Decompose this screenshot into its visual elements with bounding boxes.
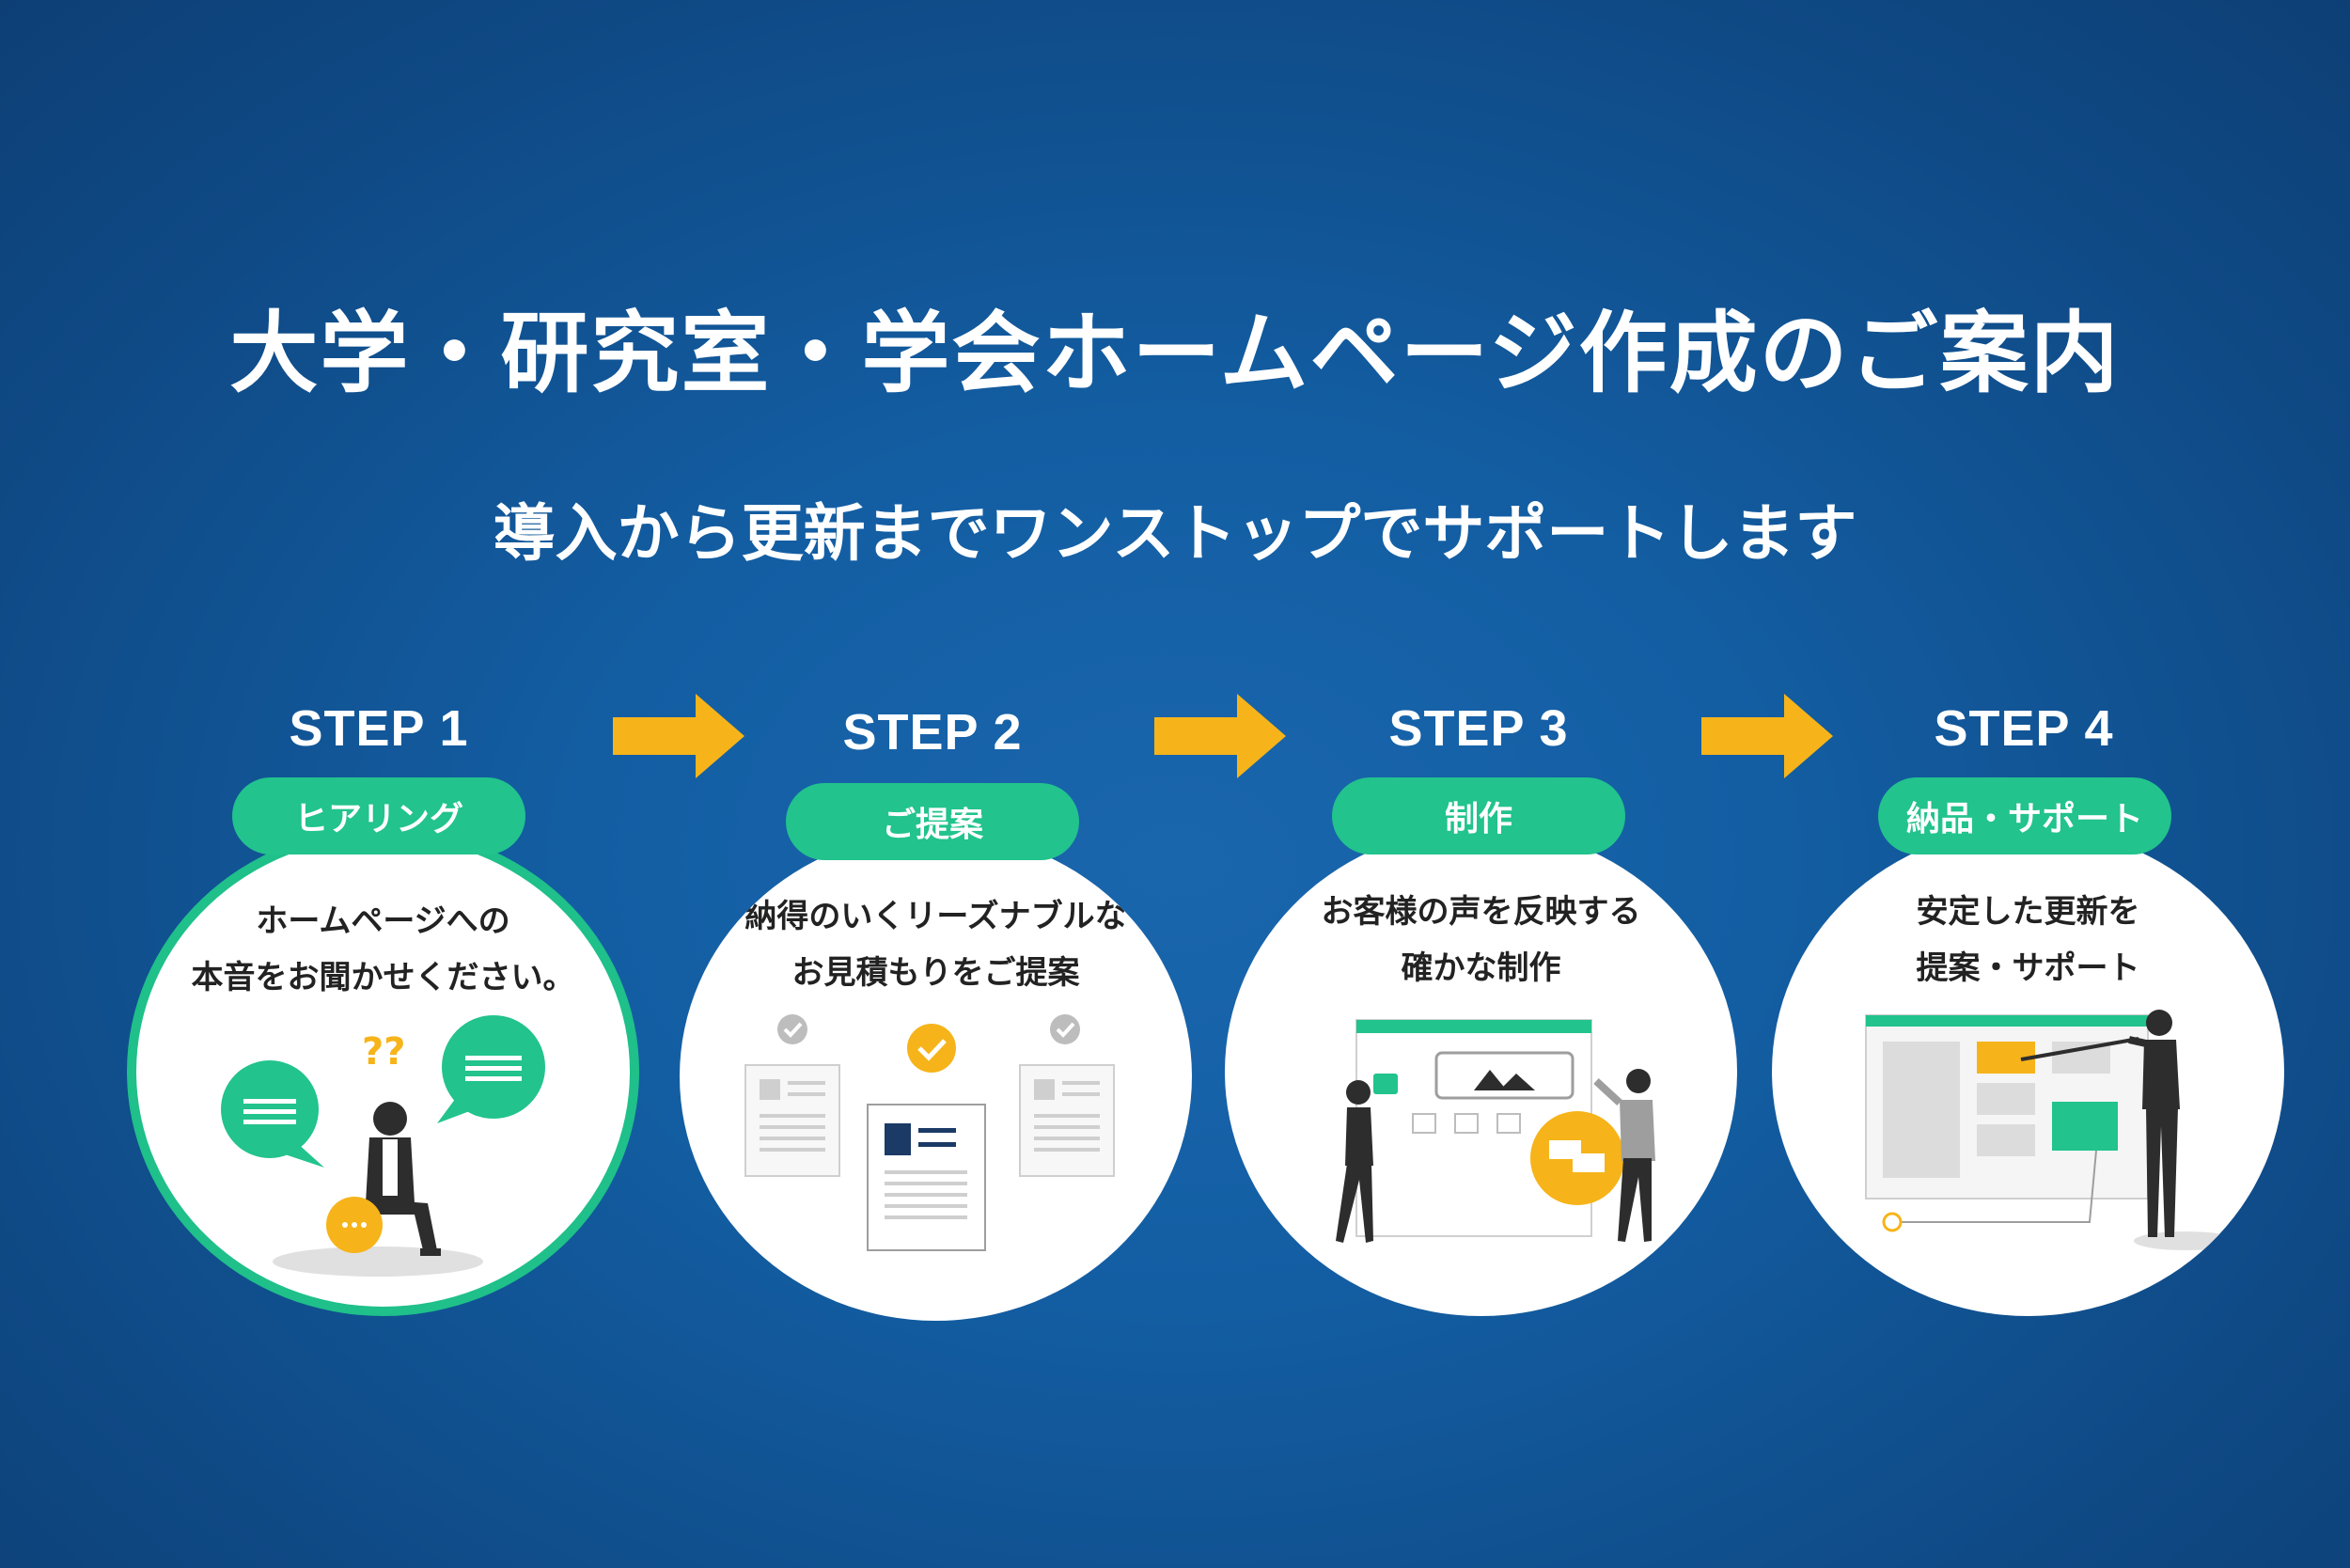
document-icon bbox=[867, 1104, 986, 1251]
image-icon bbox=[1474, 1070, 1535, 1090]
arrow-right-icon bbox=[1701, 694, 1833, 778]
check-icon bbox=[1050, 1014, 1080, 1044]
check-icon bbox=[777, 1014, 807, 1044]
step-4-illustration bbox=[1865, 1010, 2237, 1250]
step-1-illustration: ?? bbox=[221, 1015, 545, 1277]
step-4-desc-line2: 提案・サポート bbox=[1916, 949, 2140, 987]
person-icon bbox=[1336, 1080, 1373, 1243]
step-2-desc-line2: お見積もりをご提案 bbox=[791, 954, 1080, 992]
step-4-card: 安定した更新を 提案・サポート bbox=[1772, 827, 2284, 1316]
step-1-label: STEP 1 bbox=[289, 700, 469, 757]
person-icon bbox=[366, 1102, 441, 1256]
step-2-desc-line1: 納得のいくリーズナブルな bbox=[744, 898, 1127, 935]
step-1-tag: ヒアリング bbox=[232, 777, 525, 855]
step-2-label: STEP 2 bbox=[842, 704, 1023, 760]
step-3-tag: 制作 bbox=[1332, 777, 1625, 855]
step-3-card: お客様の声を反映する 確かな制作 bbox=[1225, 827, 1737, 1316]
step-1-desc-line1: ホームページへの bbox=[256, 902, 510, 940]
presentation-board-icon bbox=[1865, 1014, 2149, 1200]
speech-bubble-icon bbox=[1530, 1111, 1624, 1205]
step-2-tag: ご提案 bbox=[786, 783, 1079, 860]
step-2-card: 納得のいくリーズナブルな お見積もりをご提案 bbox=[680, 832, 1192, 1321]
page-title: 大学・研究室・学会ホームページ作成のご案内 bbox=[229, 303, 2121, 405]
step-2-illustration bbox=[744, 1014, 1115, 1251]
arrow-right-icon bbox=[613, 694, 744, 778]
step-4-tag: 納品・サポート bbox=[1878, 777, 2171, 855]
step-3-desc-line2: 確かな制作 bbox=[1401, 949, 1561, 987]
question-marks: ?? bbox=[362, 1030, 405, 1074]
person-icon bbox=[2128, 1010, 2180, 1237]
speech-bubble-icon bbox=[221, 1060, 324, 1168]
step-1-card: ホームページへの 本音をお聞かせください。 ?? bbox=[127, 827, 639, 1316]
page-subtitle: 導入から更新までワンストップでサポートします bbox=[493, 497, 1857, 570]
step-1-desc-line2: 本音をお聞かせください。 bbox=[191, 959, 575, 996]
step-3-desc-line1: お客様の声を反映する bbox=[1321, 893, 1641, 931]
step-4-label: STEP 4 bbox=[1934, 700, 2114, 757]
speech-bubble-icon bbox=[437, 1015, 545, 1123]
document-icon bbox=[744, 1064, 840, 1177]
person-icon bbox=[1593, 1069, 1655, 1242]
document-icon bbox=[1019, 1064, 1115, 1177]
arrow-right-icon bbox=[1154, 694, 1286, 778]
step-3-label: STEP 3 bbox=[1388, 700, 1569, 757]
step-3-illustration bbox=[1336, 1019, 1655, 1243]
step-4-desc-line1: 安定した更新を bbox=[1916, 893, 2140, 931]
check-icon bbox=[907, 1024, 956, 1073]
chat-bubble-icon bbox=[326, 1197, 383, 1253]
